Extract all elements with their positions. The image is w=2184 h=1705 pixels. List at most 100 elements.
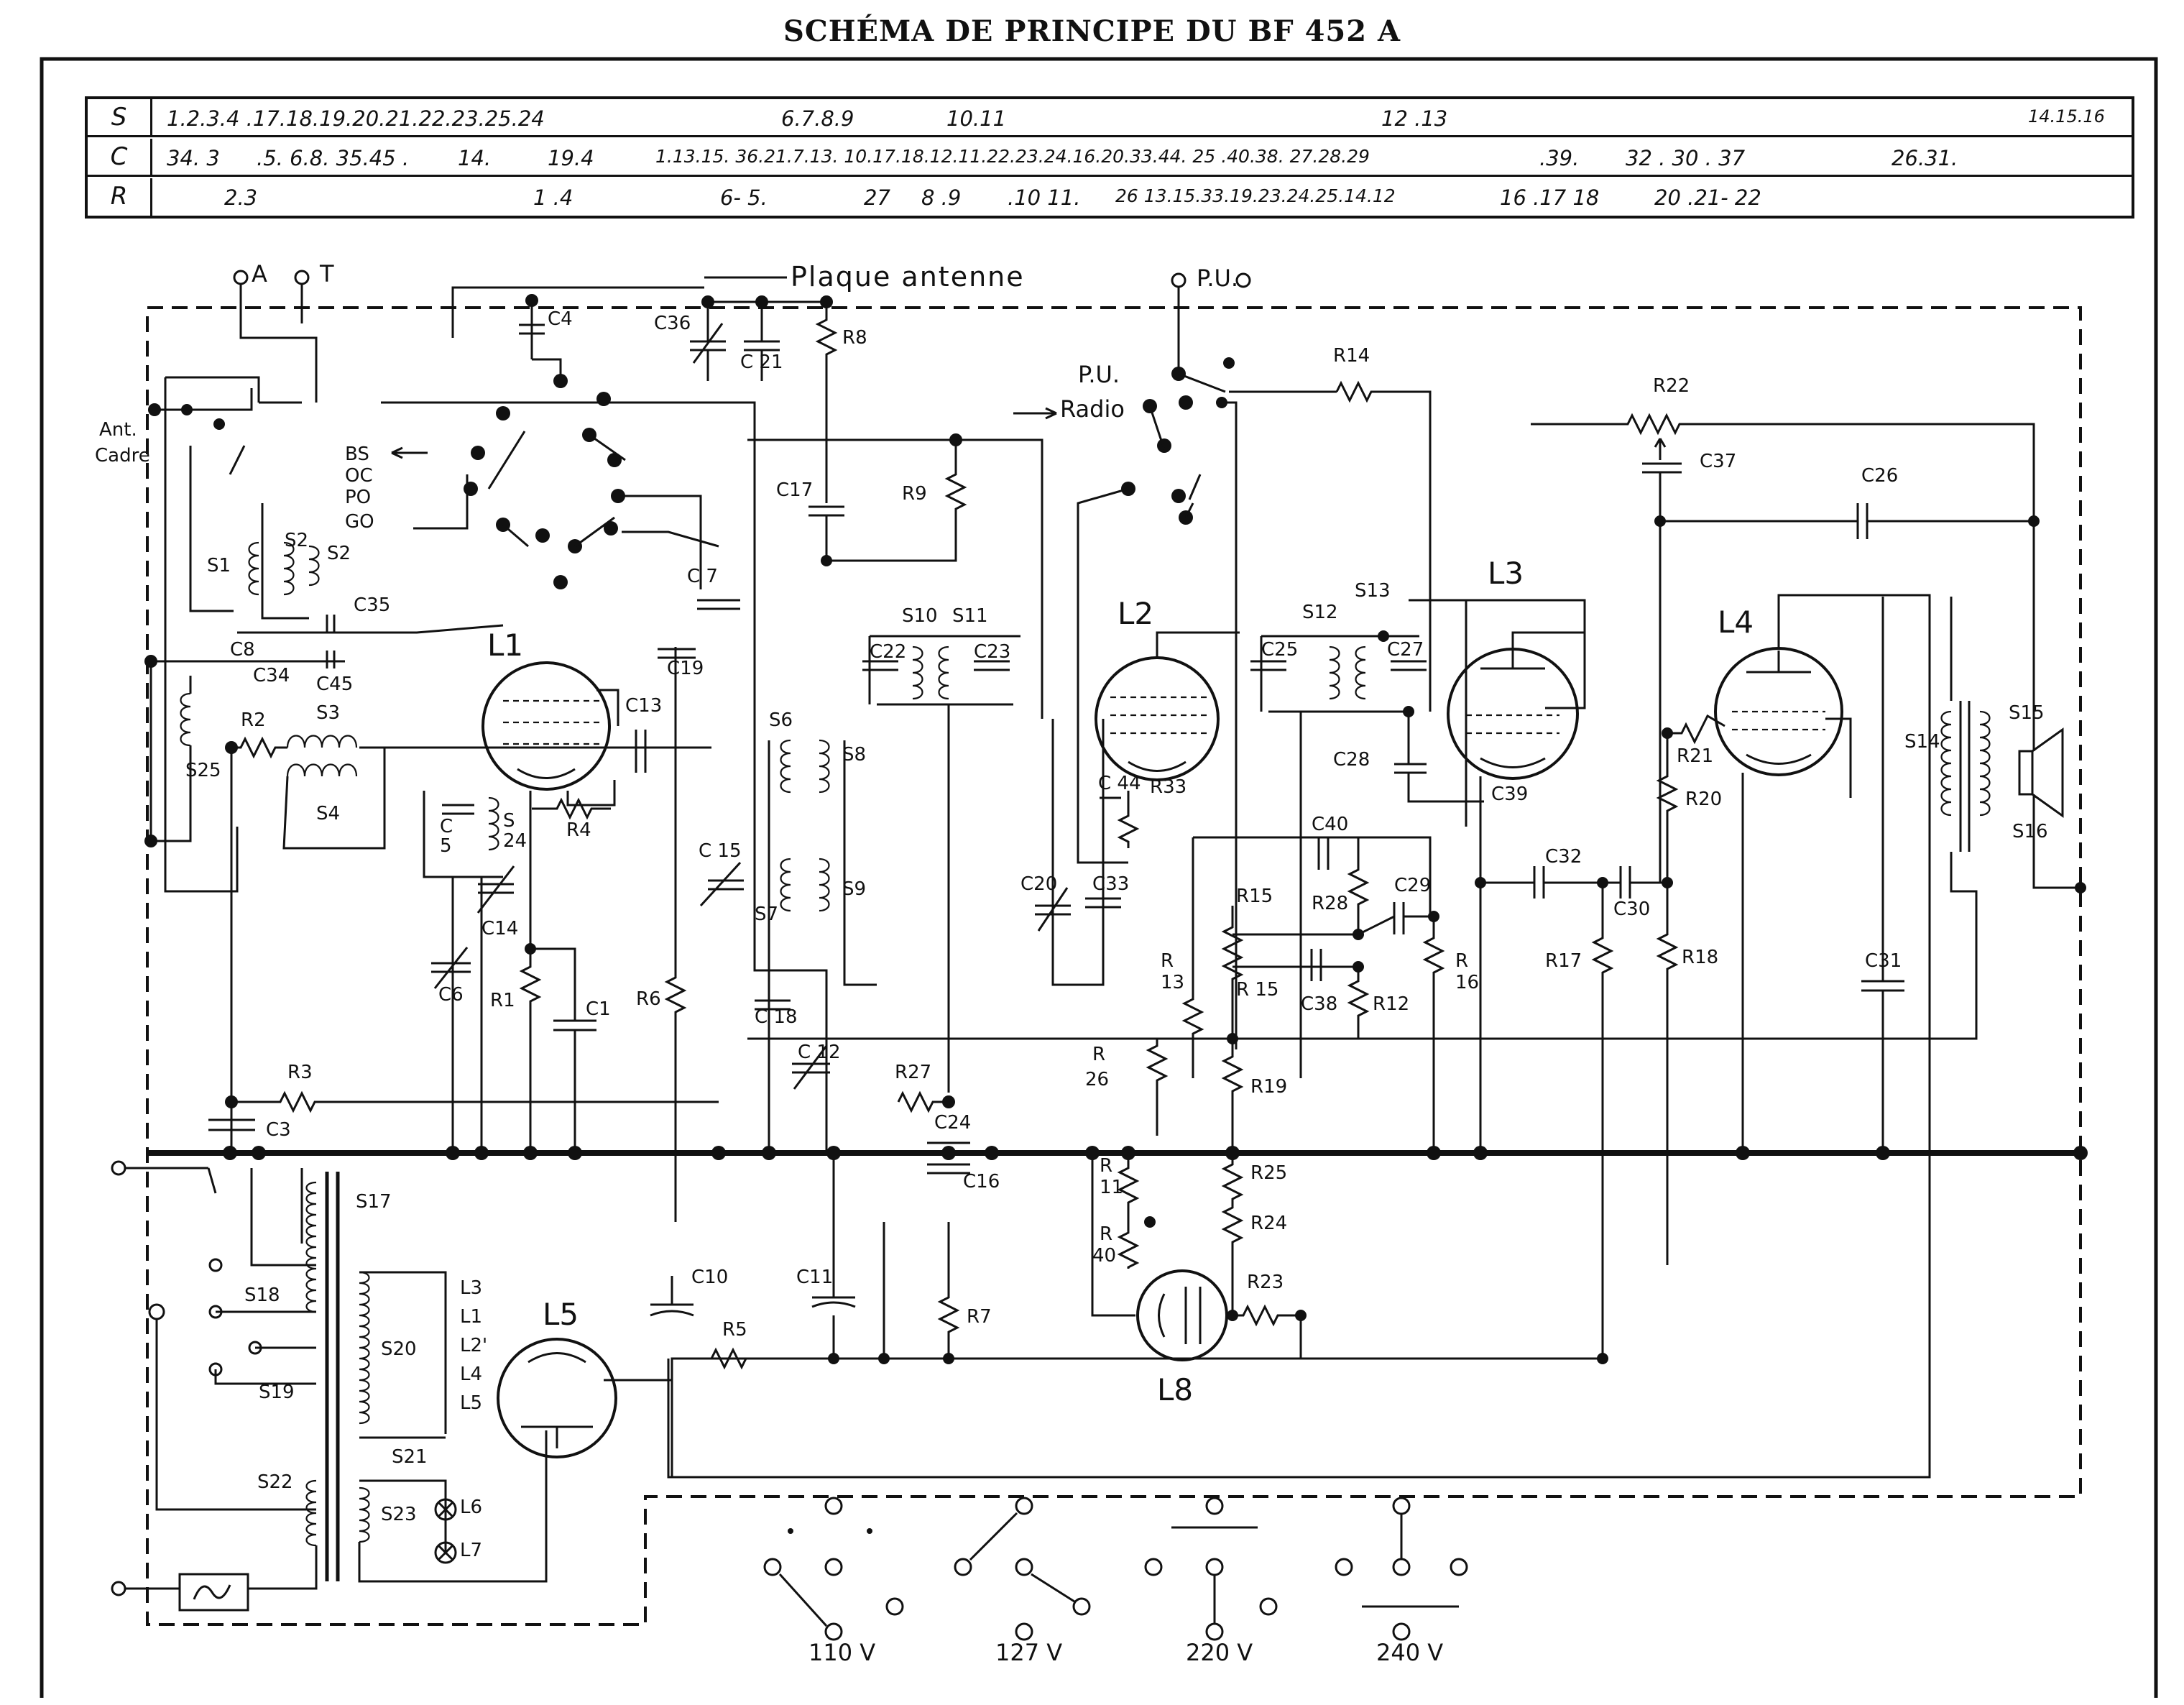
c4-label: C4 [548, 308, 573, 330]
wire [250, 1168, 316, 1267]
resistor-r16 [1422, 916, 1445, 1153]
resistor-r8 [815, 302, 838, 503]
r16-label: R [1455, 950, 1468, 972]
c15-arrow [699, 861, 742, 907]
pilot-lamp-l6 [434, 1498, 457, 1521]
junction [1428, 911, 1439, 922]
earth-terminal-t [294, 270, 310, 285]
reference-row-r: R 2.3 1 .4 6- 5. 27 8 .9 .10 11. 26 13.1… [88, 178, 2132, 216]
tube-l1-cathode [517, 768, 576, 779]
c19-label: C19 [667, 658, 704, 679]
r21-label: R21 [1677, 745, 1713, 767]
c32-label: C32 [1545, 846, 1582, 868]
c33-label: C33 [1092, 873, 1129, 895]
ref-cell: 8 .9 [921, 185, 962, 210]
c11-plate-curved [811, 1301, 856, 1308]
s20-label: S20 [381, 1338, 417, 1360]
wire [1193, 836, 1434, 936]
r24-label: R24 [1250, 1213, 1287, 1234]
junction [943, 1353, 954, 1364]
resistor-r14 [1335, 380, 1432, 712]
ref-cell: 12 .13 [1381, 106, 1448, 131]
s2b-label: S2 [327, 543, 351, 564]
r26-label: R [1092, 1044, 1105, 1065]
ref-cell: .39. [1539, 146, 1580, 170]
c23-label: C23 [974, 641, 1010, 663]
tube-l3-cathode [1480, 757, 1546, 768]
ref-cell: 14.15.16 [2028, 106, 2105, 127]
voltage-selector-110v [763, 1497, 904, 1641]
junction [225, 1095, 238, 1108]
wire [747, 597, 1978, 1040]
term-t-label: T [319, 260, 334, 288]
resistor-r33 [1117, 791, 1140, 848]
lamp-l7-label: L7 [460, 1540, 482, 1561]
c45-label: C45 [316, 674, 353, 695]
ref-cell: 27 [864, 185, 890, 210]
wire [155, 376, 260, 411]
wire [1407, 712, 1466, 803]
junction [1353, 961, 1364, 973]
page-title: SCHÉMA DE PRINCIPE DU BF 452 A [783, 14, 1401, 48]
wire [423, 791, 503, 1153]
band-label-oc: OC [345, 465, 373, 487]
pu-terminal [1235, 272, 1251, 288]
s12-label: S12 [1302, 602, 1338, 623]
band-arrow [391, 446, 428, 459]
s21-label: S21 [392, 1446, 428, 1468]
c38-label: C38 [1301, 993, 1337, 1015]
selector-contact [208, 1258, 223, 1272]
wire [189, 446, 234, 612]
voltage-selector-240v [1335, 1497, 1468, 1641]
speaker-icon [2018, 750, 2034, 796]
band-label-po: PO [345, 487, 371, 508]
coil-s7 [780, 858, 791, 912]
row-key: C [88, 139, 152, 175]
mains-terminal [111, 1160, 126, 1176]
tube-l5-label: L5 [543, 1297, 579, 1332]
s4-label: S4 [316, 803, 340, 824]
resistor-r27 [897, 1090, 949, 1113]
wire [530, 947, 576, 1021]
ref-cell: 34. 3 [167, 146, 220, 170]
ref-cell: 19.4 [548, 146, 594, 170]
tube-l2-cathode [1128, 760, 1187, 772]
radio-label: Radio [1060, 395, 1125, 423]
coil-s23 [359, 1486, 370, 1543]
c25-label: C25 [1261, 639, 1298, 661]
r14-label: R14 [1333, 345, 1370, 367]
tube-l2 [1095, 656, 1220, 781]
coil-s10 [912, 645, 923, 700]
switch-contact [181, 404, 193, 415]
switch-contact [213, 418, 225, 430]
junction [1353, 929, 1364, 940]
ref-cell: 1 .4 [533, 185, 573, 210]
wire [618, 495, 702, 589]
c6-label: C6 [438, 984, 464, 1006]
junction [1597, 1353, 1608, 1364]
ref-cell: 1.2.3.4 .17.18.19.20.21.22.23.25.24 [167, 106, 545, 131]
coil-s12 [1329, 645, 1340, 700]
row-key: S [88, 99, 152, 135]
coil-s14 [1940, 710, 1952, 817]
resistor-r4 [532, 797, 611, 820]
r6-label: R6 [636, 988, 661, 1010]
resistor-r1 [519, 949, 542, 1153]
r7-label: R7 [967, 1306, 992, 1328]
wire [413, 474, 469, 530]
coil-s15 [1979, 710, 1991, 817]
ref-cell: 26 13.15.33.19.23.24.25.14.12 [1115, 185, 1396, 206]
wire [868, 635, 1020, 1093]
r26-num: 26 [1085, 1069, 1109, 1090]
wire [1091, 1153, 1302, 1359]
ref-cell: 16 .17 18 [1500, 185, 1600, 210]
wire [622, 530, 719, 548]
resistor-r15 [1221, 906, 1244, 1035]
resistor-r7 [937, 1222, 960, 1359]
voltage-selector-220v [1144, 1497, 1278, 1641]
c34-label: C34 [253, 665, 290, 686]
junction [1378, 630, 1389, 642]
ref-cell: .5. 6.8. 35.45 . [257, 146, 410, 170]
pu-top-label: P.U. [1197, 265, 1238, 292]
r27-label: R27 [895, 1062, 931, 1083]
